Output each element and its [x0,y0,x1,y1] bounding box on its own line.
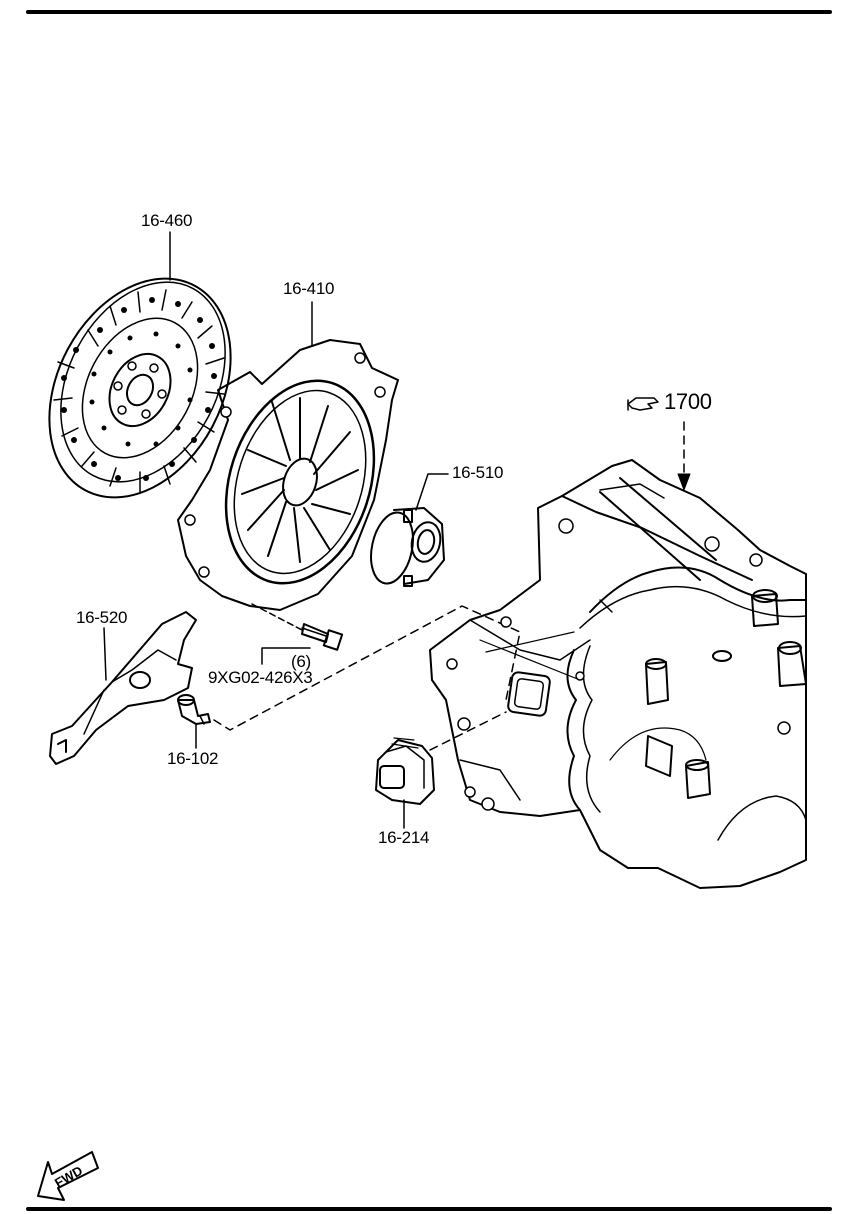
label-pivot-pin: 16-102 [167,749,219,768]
boot-drawing [375,737,435,805]
label-transmission-ref: 1700 [664,389,712,414]
leader-bolt [261,647,311,665]
boot-dashed-line [429,711,507,751]
transmission-housing-drawing [429,459,807,889]
pointing-hand-icon [627,397,659,411]
release-bearing-drawing [370,507,445,587]
label-release-fork: 16-520 [76,608,128,627]
clutch-cover-drawing [177,339,399,611]
label-boot: 16-214 [378,828,430,847]
pivot-pin-drawing [177,694,211,725]
label-clutch-cover: 16-410 [283,279,335,298]
label-release-bearing: 16-510 [452,463,504,482]
fwd-arrow-icon [37,1151,99,1201]
label-bolt-part: 9XG02-426X3 [208,668,313,687]
leader-release-fork [103,627,107,681]
release-fork-drawing [49,611,197,765]
leader-release-bearing [415,473,449,511]
clutch-disc-drawing [48,277,232,499]
reference-arrow-head [677,473,691,491]
label-bolt-qty: (6) [291,652,311,671]
label-clutch-disc: 16-460 [141,211,193,230]
bolt-drawing [251,603,344,651]
